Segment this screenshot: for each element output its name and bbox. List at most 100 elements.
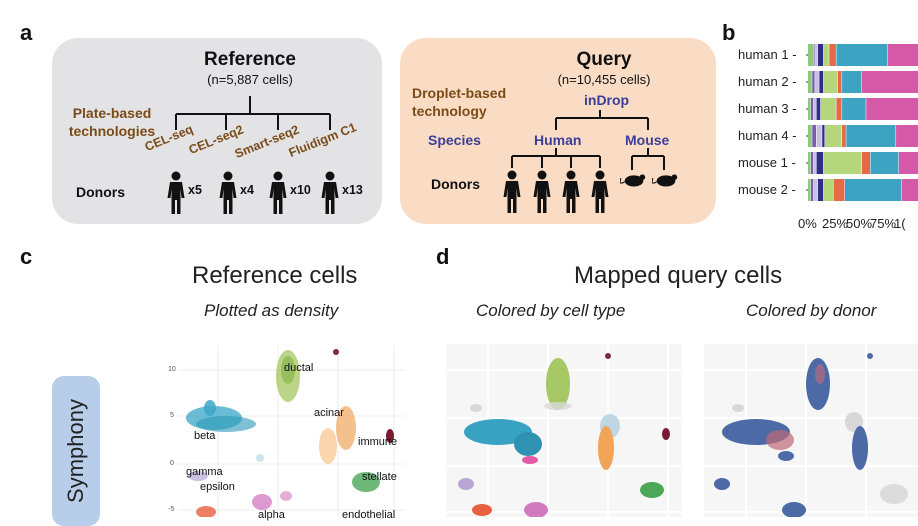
reference-technology-label: Plate-based technologies <box>68 105 156 139</box>
bar-category-label: mouse 1 - <box>738 155 796 170</box>
bar-segment <box>866 98 918 120</box>
person-icon <box>268 171 288 215</box>
bar-x-tick-label: 1( <box>894 216 906 231</box>
bar-x-tick-label: 75% <box>870 216 897 231</box>
query-title: Query <box>576 49 632 70</box>
person-icon <box>320 171 340 215</box>
bar-segment <box>808 44 814 66</box>
bar-segment <box>810 98 814 120</box>
bar-segment <box>812 125 817 147</box>
bar-segment <box>808 125 812 147</box>
bar-segment <box>815 71 819 93</box>
panel-label-d: d <box>436 244 450 269</box>
bar-segment <box>810 152 814 174</box>
bar-segment <box>898 152 918 174</box>
bar-category-label: human 2 - <box>738 74 797 89</box>
bar-segment <box>823 152 862 174</box>
reference-cells-subtitle: Plotted as density <box>204 301 339 320</box>
bar-segment <box>887 44 918 66</box>
reference-cells-title: Reference cells <box>192 262 358 289</box>
symphony-label: Symphony <box>63 399 89 503</box>
person-icon <box>590 170 610 214</box>
reference-subtitle: (n=5,887 cells) <box>207 72 293 87</box>
bar-segment <box>819 71 824 93</box>
bar-segment <box>823 179 834 201</box>
person-icon <box>502 170 522 214</box>
bar-segment <box>870 152 899 174</box>
donor-count-smart-seq2: x10 <box>290 183 311 197</box>
bar-segment <box>823 44 829 66</box>
person-icon <box>532 170 552 214</box>
bar-x-tick-label: 25% <box>822 216 849 231</box>
y-tick-0: 0 <box>170 460 174 467</box>
bar-x-tick-label: 50% <box>846 216 873 231</box>
bar-segment <box>842 98 866 120</box>
reference-donors-label: Donors <box>76 184 125 200</box>
bar-segment <box>836 98 842 120</box>
mouse-icon <box>620 172 648 188</box>
bar-segment <box>810 179 814 201</box>
cluster-label-gamma: gamma <box>186 466 223 478</box>
query-technology-indrop: inDrop <box>584 92 630 108</box>
bar-segment <box>901 179 918 201</box>
bar-segment <box>844 179 902 201</box>
cluster-label-acinar: acinar <box>314 407 344 419</box>
mapped-donor-subtitle: Colored by donor <box>746 301 877 320</box>
bar-segment <box>816 98 821 120</box>
y-tick-5: 5 <box>170 412 174 419</box>
mapped-by-donor-plot <box>704 344 918 517</box>
mapped-by-celltype-plot <box>446 344 682 517</box>
species-human: Human <box>534 132 582 148</box>
bar-segment <box>808 179 811 201</box>
query-box <box>400 38 716 224</box>
query-subtitle: (n=10,455 cells) <box>557 72 651 87</box>
bar-segment <box>808 98 811 120</box>
bar-segment <box>833 179 845 201</box>
reference-tree-lines <box>175 96 331 130</box>
species-mouse: Mouse <box>625 132 670 148</box>
mapped-celltype-subtitle: Colored by cell type <box>476 301 626 320</box>
bar-segment <box>817 179 824 201</box>
mouse-icon <box>652 172 680 188</box>
bar-segment <box>825 125 842 147</box>
donor-count-cel-seq2: x4 <box>240 183 254 197</box>
bar-segment <box>896 125 918 147</box>
reference-density-plot <box>178 346 404 517</box>
query-tree-lines <box>511 110 665 170</box>
cluster-label-alpha: alpha <box>258 509 285 521</box>
bar-segment <box>813 152 817 174</box>
bar-segment <box>820 98 836 120</box>
cluster-label-beta: beta <box>194 430 216 442</box>
bar-category-label: human 4 - <box>738 128 797 143</box>
bar-x-tick-label: 0% <box>798 216 817 231</box>
bar-segment <box>861 71 918 93</box>
query-technology-label: Droplet-based technology <box>412 85 507 119</box>
query-donors-label: Donors <box>431 176 480 192</box>
bar-category-label: human 3 - <box>738 101 797 116</box>
bar-segment <box>861 152 870 174</box>
bar-segment <box>823 71 838 93</box>
stacked-bar-chart <box>806 44 918 201</box>
bar-segment <box>842 125 846 147</box>
bar-category-label: mouse 2 - <box>738 182 796 197</box>
bar-segment <box>842 71 862 93</box>
bar-segment <box>829 44 836 66</box>
reference-title: Reference <box>204 49 296 70</box>
panel-label-a: a <box>20 20 33 45</box>
mapped-query-title: Mapped query cells <box>574 262 783 289</box>
person-icon <box>561 170 581 214</box>
symphony-tab <box>52 376 100 526</box>
person-icon <box>218 171 238 215</box>
y-tick-10: 10 <box>168 366 176 373</box>
cluster-label-endothelial: endothelial <box>342 509 396 521</box>
donor-count-fluidigm-c1: x13 <box>342 183 363 197</box>
cluster-label-ductal: ductal <box>284 362 314 374</box>
bar-segment <box>822 125 825 147</box>
bar-segment <box>808 71 812 93</box>
panel-label-c: c <box>20 244 33 269</box>
bar-segment <box>813 179 818 201</box>
panel-label-b: b <box>722 20 736 45</box>
y-tick-neg5: -5 <box>168 506 175 513</box>
bar-segment <box>815 44 818 66</box>
bar-segment <box>837 71 842 93</box>
